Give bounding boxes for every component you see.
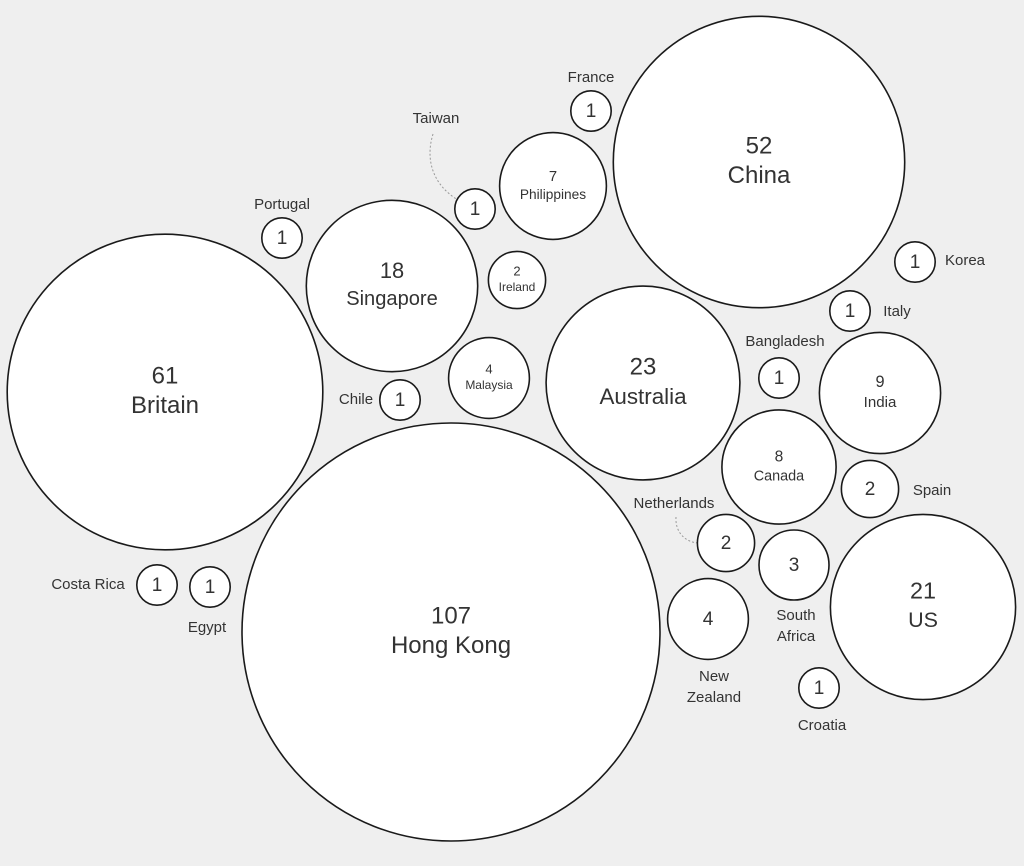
bubble-value-portugal: 1 — [277, 228, 288, 249]
bubble-china — [612, 15, 906, 309]
bubble-taiwan — [453, 188, 496, 231]
bubble-label-egypt: Egypt — [188, 619, 227, 636]
bubble-portugal — [260, 217, 303, 260]
bubble-label-spain: Spain — [913, 482, 951, 499]
bubble-value-italy: 1 — [845, 301, 856, 322]
bubble-costa-rica — [136, 563, 179, 606]
bubble-label-malaysia: Malaysia — [465, 378, 513, 392]
bubble-label-france: France — [568, 69, 615, 86]
bubble-us — [829, 513, 1017, 701]
bubble-malaysia — [447, 336, 531, 420]
bubble-france — [569, 90, 612, 133]
bubble-canada — [721, 409, 837, 525]
bubble-value-india: 9 — [875, 373, 884, 391]
bubble-italy — [828, 289, 871, 332]
bubble-label-ireland: Ireland — [499, 280, 536, 294]
bubble-label-south-africa-line-1: South — [776, 607, 815, 624]
bubble-croatia — [797, 666, 840, 709]
bubble-australia — [545, 285, 741, 481]
bubble-label-taiwan: Taiwan — [413, 110, 460, 127]
bubble-label-china: China — [728, 162, 791, 189]
bubble-value-croatia: 1 — [814, 678, 825, 699]
leader-lines — [429, 133, 699, 544]
bubble-value-costa-rica: 1 — [152, 575, 163, 596]
bubble-value-egypt: 1 — [205, 577, 216, 598]
bubble-label-britain: Britain — [131, 392, 199, 419]
bubble-value-new-zealand: 4 — [703, 609, 714, 630]
bubble-value-france: 1 — [586, 101, 597, 122]
bubble-value-netherlands: 2 — [721, 533, 732, 554]
bubble-ireland — [487, 250, 547, 310]
bubble-label-philippines: Philippines — [520, 187, 586, 202]
bubble-south-africa — [758, 529, 830, 601]
bubble-value-britain: 61 — [152, 362, 179, 389]
bubble-value-hong-kong: 107 — [431, 602, 471, 629]
bubble-label-us: US — [908, 608, 938, 632]
bubble-new-zealand — [666, 577, 750, 661]
leader-line-taiwan — [429, 133, 459, 201]
bubble-singapore — [305, 199, 479, 373]
bubble-value-us: 21 — [910, 578, 936, 604]
bubble-value-china: 52 — [746, 132, 773, 159]
bubble-label-netherlands: Netherlands — [634, 495, 715, 512]
bubble-label-portugal: Portugal — [254, 196, 310, 213]
bubble-label-bangladesh: Bangladesh — [745, 333, 824, 350]
bubble-korea — [893, 241, 936, 284]
bubble-label-hong-kong: Hong Kong — [391, 632, 511, 659]
bubble-label-chile: Chile — [339, 391, 373, 408]
bubble-value-singapore: 18 — [380, 258, 404, 283]
bubble-value-bangladesh: 1 — [774, 368, 785, 389]
bubble-value-malaysia: 4 — [485, 361, 492, 376]
bubble-value-canada: 8 — [775, 448, 784, 465]
bubble-label-singapore: Singapore — [346, 288, 438, 310]
bubble-value-chile: 1 — [395, 390, 406, 411]
bubble-britain — [6, 233, 324, 551]
bubble-label-croatia: Croatia — [798, 717, 847, 734]
bubble-value-ireland: 2 — [513, 263, 520, 278]
bubble-label-costa-rica: Costa Rica — [51, 576, 125, 593]
bubble-value-australia: 23 — [630, 353, 657, 380]
bubble-egypt — [189, 565, 232, 608]
bubble-bangladesh — [757, 356, 800, 399]
bubble-label-italy: Italy — [883, 303, 911, 320]
bubble-label-new-zealand-line-2: Zealand — [687, 689, 741, 706]
bubble-label-canada: Canada — [754, 468, 804, 484]
bubble-label-new-zealand-line-1: New — [699, 668, 729, 685]
bubble-label-korea: Korea — [945, 252, 986, 269]
bubble-label-india: India — [864, 394, 897, 411]
bubble-spain — [840, 459, 900, 519]
bubble-india — [818, 331, 942, 455]
bubble-netherlands — [696, 513, 756, 573]
bubble-value-taiwan: 1 — [470, 199, 481, 220]
bubble-hong-kong — [241, 422, 661, 842]
bubble-value-korea: 1 — [910, 252, 921, 273]
bubble-philippines — [498, 131, 608, 241]
bubble-label-south-africa-line-2: Africa — [777, 628, 816, 645]
bubble-chile — [378, 378, 421, 421]
bubble-label-australia: Australia — [599, 384, 687, 409]
bubble-value-spain: 2 — [865, 479, 876, 500]
bubble-value-philippines: 7 — [549, 169, 557, 185]
bubble-value-south-africa: 3 — [789, 555, 800, 576]
